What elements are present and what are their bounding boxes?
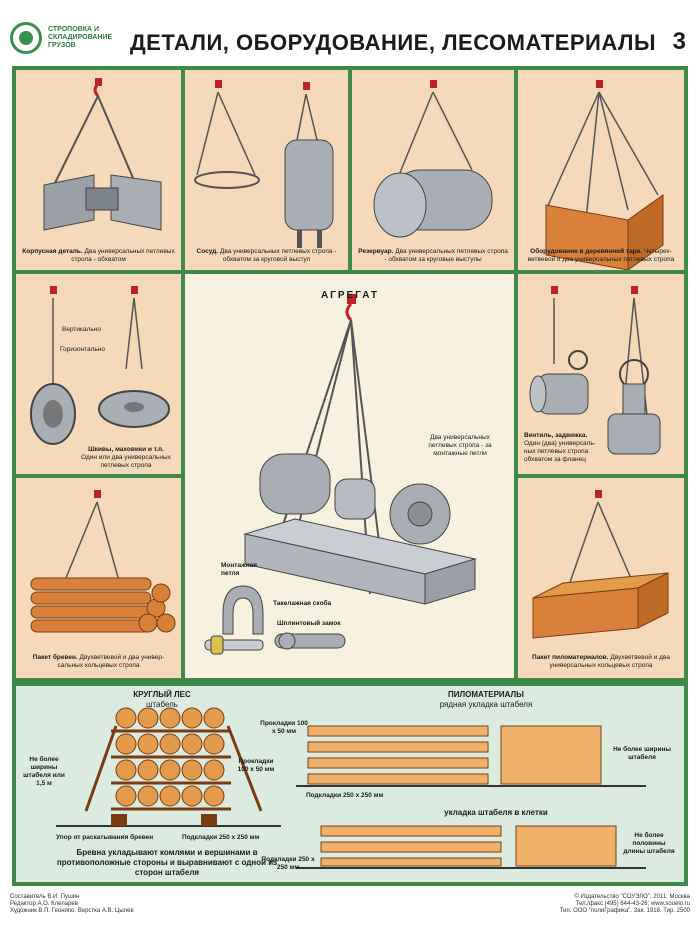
caption-vessel: Сосуд. Два универсальных петлевых стропа… (196, 248, 337, 263)
publisher-logo (10, 22, 42, 54)
valve-illustration (529, 286, 661, 455)
label-vertical: Вертикально (62, 326, 102, 333)
reservoir-illustration (373, 80, 493, 238)
storage-section: КРУГЛЫЙ ЛЕС штабель Не более ширины штаб… (16, 686, 684, 882)
housing-illustration (43, 78, 162, 231)
aggregate-illustration (204, 294, 477, 655)
pulleys-illustration (30, 286, 170, 445)
storage-illustration (56, 707, 646, 869)
caption-logs: Пакет бревен. Двухветвевой и два универ-… (32, 654, 165, 669)
footer-publisher: © Издательство "СОУЭЛО", 2011. Москва Те… (559, 894, 690, 914)
round-stop: Упор от раскатывания бревен (56, 834, 154, 841)
panel-pulleys: Вертикально Горизонтально Шкивы, маховик… (16, 274, 181, 474)
lumber-base: Подкладки 250 x 250 мм (306, 792, 384, 799)
round-spacers: Прокладки 100 x 50 мм (237, 758, 275, 773)
panel-vessel: Сосуд. Два универсальных петлевых стропа… (185, 70, 348, 270)
header: СТРОПОВКА И СКЛАДИРОВАНИЕ ГРУЗОВ ДЕТАЛИ,… (0, 0, 700, 62)
lumber-illustration (532, 490, 669, 639)
caption-valve: Вентиль, задвижка. Один (два) универсаль… (524, 432, 596, 463)
label-shackle: Такелажная скоба (273, 600, 332, 607)
lumber-spacers: Прокладки 100 x 50 мм (260, 720, 308, 735)
page-number: 3 (672, 28, 686, 55)
lumber-title: ПИЛОМАТЕРИАЛЫ (447, 690, 524, 699)
label-horizontal: Горизонтально (60, 346, 105, 353)
aggregate-title: АГРЕГАТ (320, 290, 380, 301)
footer-credits: Составитель В.И. Пушин Редактор А.О. Кле… (10, 894, 134, 914)
panel-logs: Пакет бревен. Двухветвевой и два универ-… (16, 478, 181, 678)
crate-illustration (545, 80, 664, 270)
lumber-width-note: Не более ширины штабеля (613, 746, 671, 761)
caption-crate: Оборудование в деревянной таре. Четырех-… (527, 248, 675, 263)
panel-crate: Оборудование в деревянной таре. Четырех-… (518, 70, 684, 270)
panel-lumber: Пакет пиломатериалов. Двухветвевой и два… (518, 478, 684, 678)
lumber-base2: Подкладки 250 x 250 мм (261, 856, 315, 871)
lumber-cage-title: укладка штабеля в клетки (444, 808, 548, 817)
panel-aggregate: АГРЕГАТ Два универсальных петлевых строп… (185, 274, 514, 678)
caption-housing: Корпусная деталь. Два универсальных петл… (22, 248, 175, 263)
caption-aggregate-slings: Два универсальных петлевых стропа - за м… (428, 434, 492, 457)
label-pin-lock: Шплинтовый замок (277, 620, 341, 627)
label-mounting-loop: Монтажная петля (221, 562, 258, 577)
series-title: СТРОПОВКА И СКЛАДИРОВАНИЕ ГРУЗОВ (48, 26, 113, 49)
round-width-note: Не более ширины штабеля или 1,5 м (23, 756, 65, 787)
panel-housing: Корпусная деталь. Два универсальных петл… (16, 70, 181, 270)
panel-valve: Вентиль, задвижка. Один (два) универсаль… (518, 274, 684, 474)
caption-reservoir: Резервуар. Два универсальных петлевых ст… (358, 248, 508, 263)
lumber-subtitle: рядная укладка штабеля (439, 700, 533, 709)
lumber-half-note: Не более половины длины штабеля (623, 832, 675, 855)
caption-pulleys: Шкивы, маховики и т.п.Один или два униве… (81, 446, 171, 469)
panel-reservoir: Резервуар. Два универсальных петлевых ст… (352, 70, 514, 270)
round-rule: Бревна укладывают комлями и вершинами в … (56, 848, 278, 877)
round-timber-subtitle: штабель (146, 700, 178, 709)
round-timber-title: КРУГЛЫЙ ЛЕС (133, 690, 191, 699)
caption-lumber: Пакет пиломатериалов. Двухветвевой и два… (532, 654, 670, 669)
logs-illustration (30, 490, 176, 633)
vessel-illustration (194, 80, 334, 248)
page-title: ДЕТАЛИ, ОБОРУДОВАНИЕ, ЛЕСОМАТЕРИАЛЫ (130, 30, 656, 55)
round-base: Подкладки 250 x 250 мм (182, 834, 260, 841)
